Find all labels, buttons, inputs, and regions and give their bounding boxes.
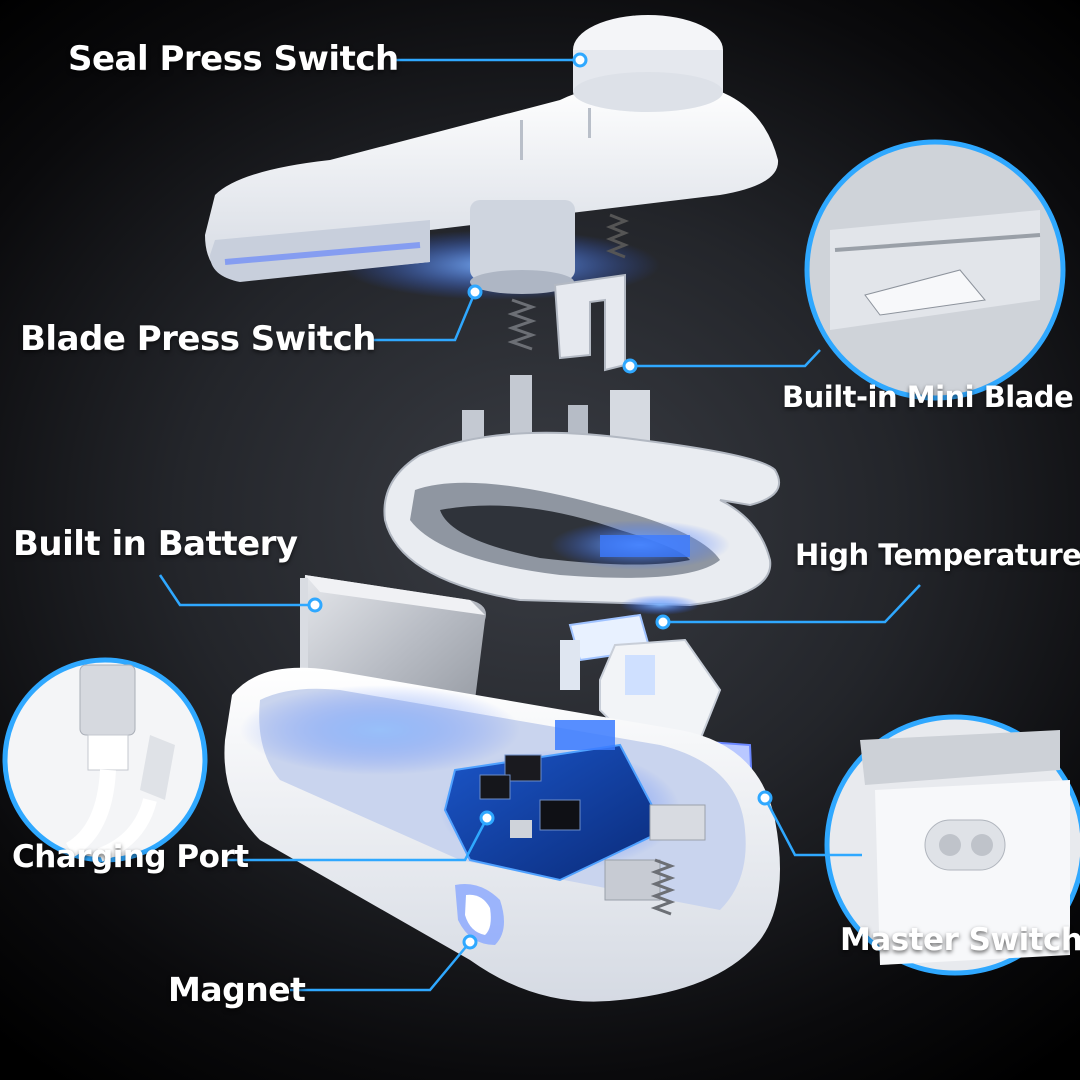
charging-port-label: Charging Port — [12, 839, 249, 875]
heating-module — [383, 375, 781, 615]
inset-charging-cable — [2, 657, 208, 863]
high-temperature-label: High Temperature — [795, 538, 1080, 572]
master-switch-label: Master Switch — [840, 922, 1080, 958]
seal-press-switch-label: Seal Press Switch — [68, 39, 399, 79]
pcb-board — [440, 720, 706, 916]
built-in-mini-blade-label: Built-in Mini Blade — [782, 380, 1074, 414]
inset-master-switch — [824, 714, 1080, 976]
magnet-label: Magnet — [168, 970, 306, 1009]
top-cap-part — [205, 15, 779, 300]
blade-assembly — [507, 273, 626, 372]
inset-blade — [804, 139, 1066, 401]
blade-press-switch-label: Blade Press Switch — [20, 319, 376, 359]
leader-dots — [307, 52, 773, 950]
built-in-battery-label: Built in Battery — [13, 524, 298, 564]
leader-lines — [158, 58, 921, 992]
